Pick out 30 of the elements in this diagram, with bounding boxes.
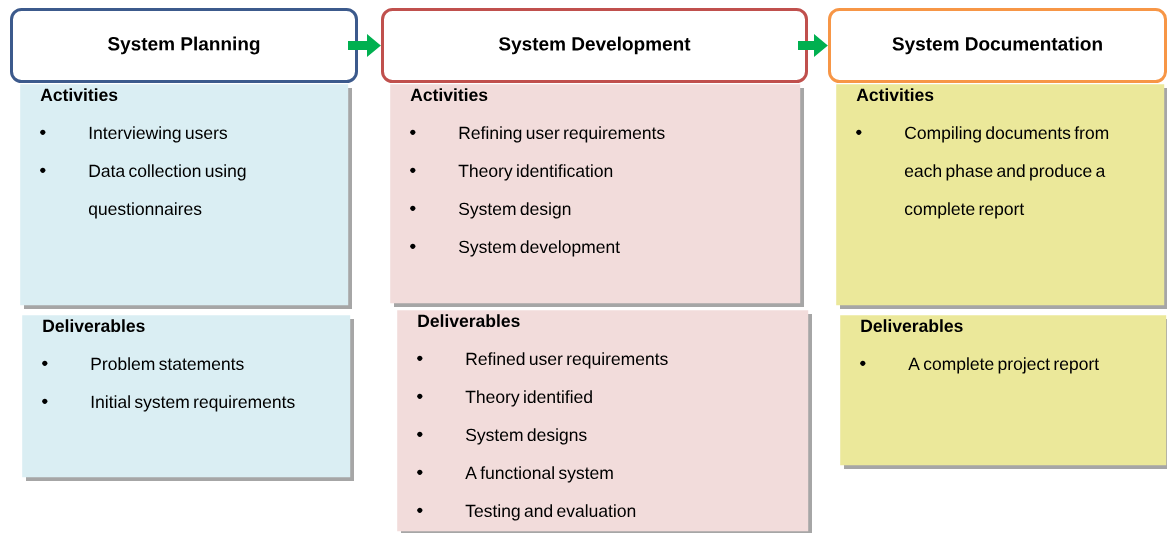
phase-header-box: System Documentation	[828, 8, 1167, 83]
section-heading: Deliverables	[861, 319, 963, 333]
bullet-item: A complete project report	[908, 357, 1099, 374]
bullet-item: Refining user requirements	[459, 126, 665, 143]
section-heading: Activities	[856, 88, 934, 102]
bullet-item: Initial system requirements	[91, 395, 295, 412]
bullet-item: Theory identified	[465, 390, 592, 407]
bullet-item: System designs	[466, 428, 587, 445]
bullet-item: System development	[459, 240, 620, 257]
content-panel	[20, 84, 352, 309]
content-panel	[22, 315, 354, 481]
bullet-item: Refined user requirements	[466, 352, 668, 369]
content-panel	[397, 310, 812, 533]
section-heading: Activities	[410, 88, 488, 102]
content-panel	[390, 84, 804, 307]
bullet-item: A functional system	[465, 466, 613, 483]
section-heading: Deliverables	[418, 314, 520, 328]
content-panel	[836, 84, 1167, 309]
bullet-item: Interviewing users	[89, 126, 228, 143]
content-panel	[840, 315, 1167, 469]
phase-header-box: System Development	[381, 8, 808, 83]
bullet-item: Problem statements	[91, 357, 244, 371]
bullet-item: Theory identification	[458, 164, 613, 181]
section-heading: Activities	[40, 88, 118, 102]
bullet-item: Testing and evaluation	[465, 504, 636, 521]
bullet-item: Data collection using questionnaires	[88, 164, 246, 219]
section-heading: Deliverables	[43, 319, 145, 333]
bullet-item: System design	[459, 202, 571, 219]
phase-header-box: System Planning	[10, 8, 358, 83]
bullet-item: Compiling documents from each phase and produce a complete report	[904, 126, 1109, 219]
